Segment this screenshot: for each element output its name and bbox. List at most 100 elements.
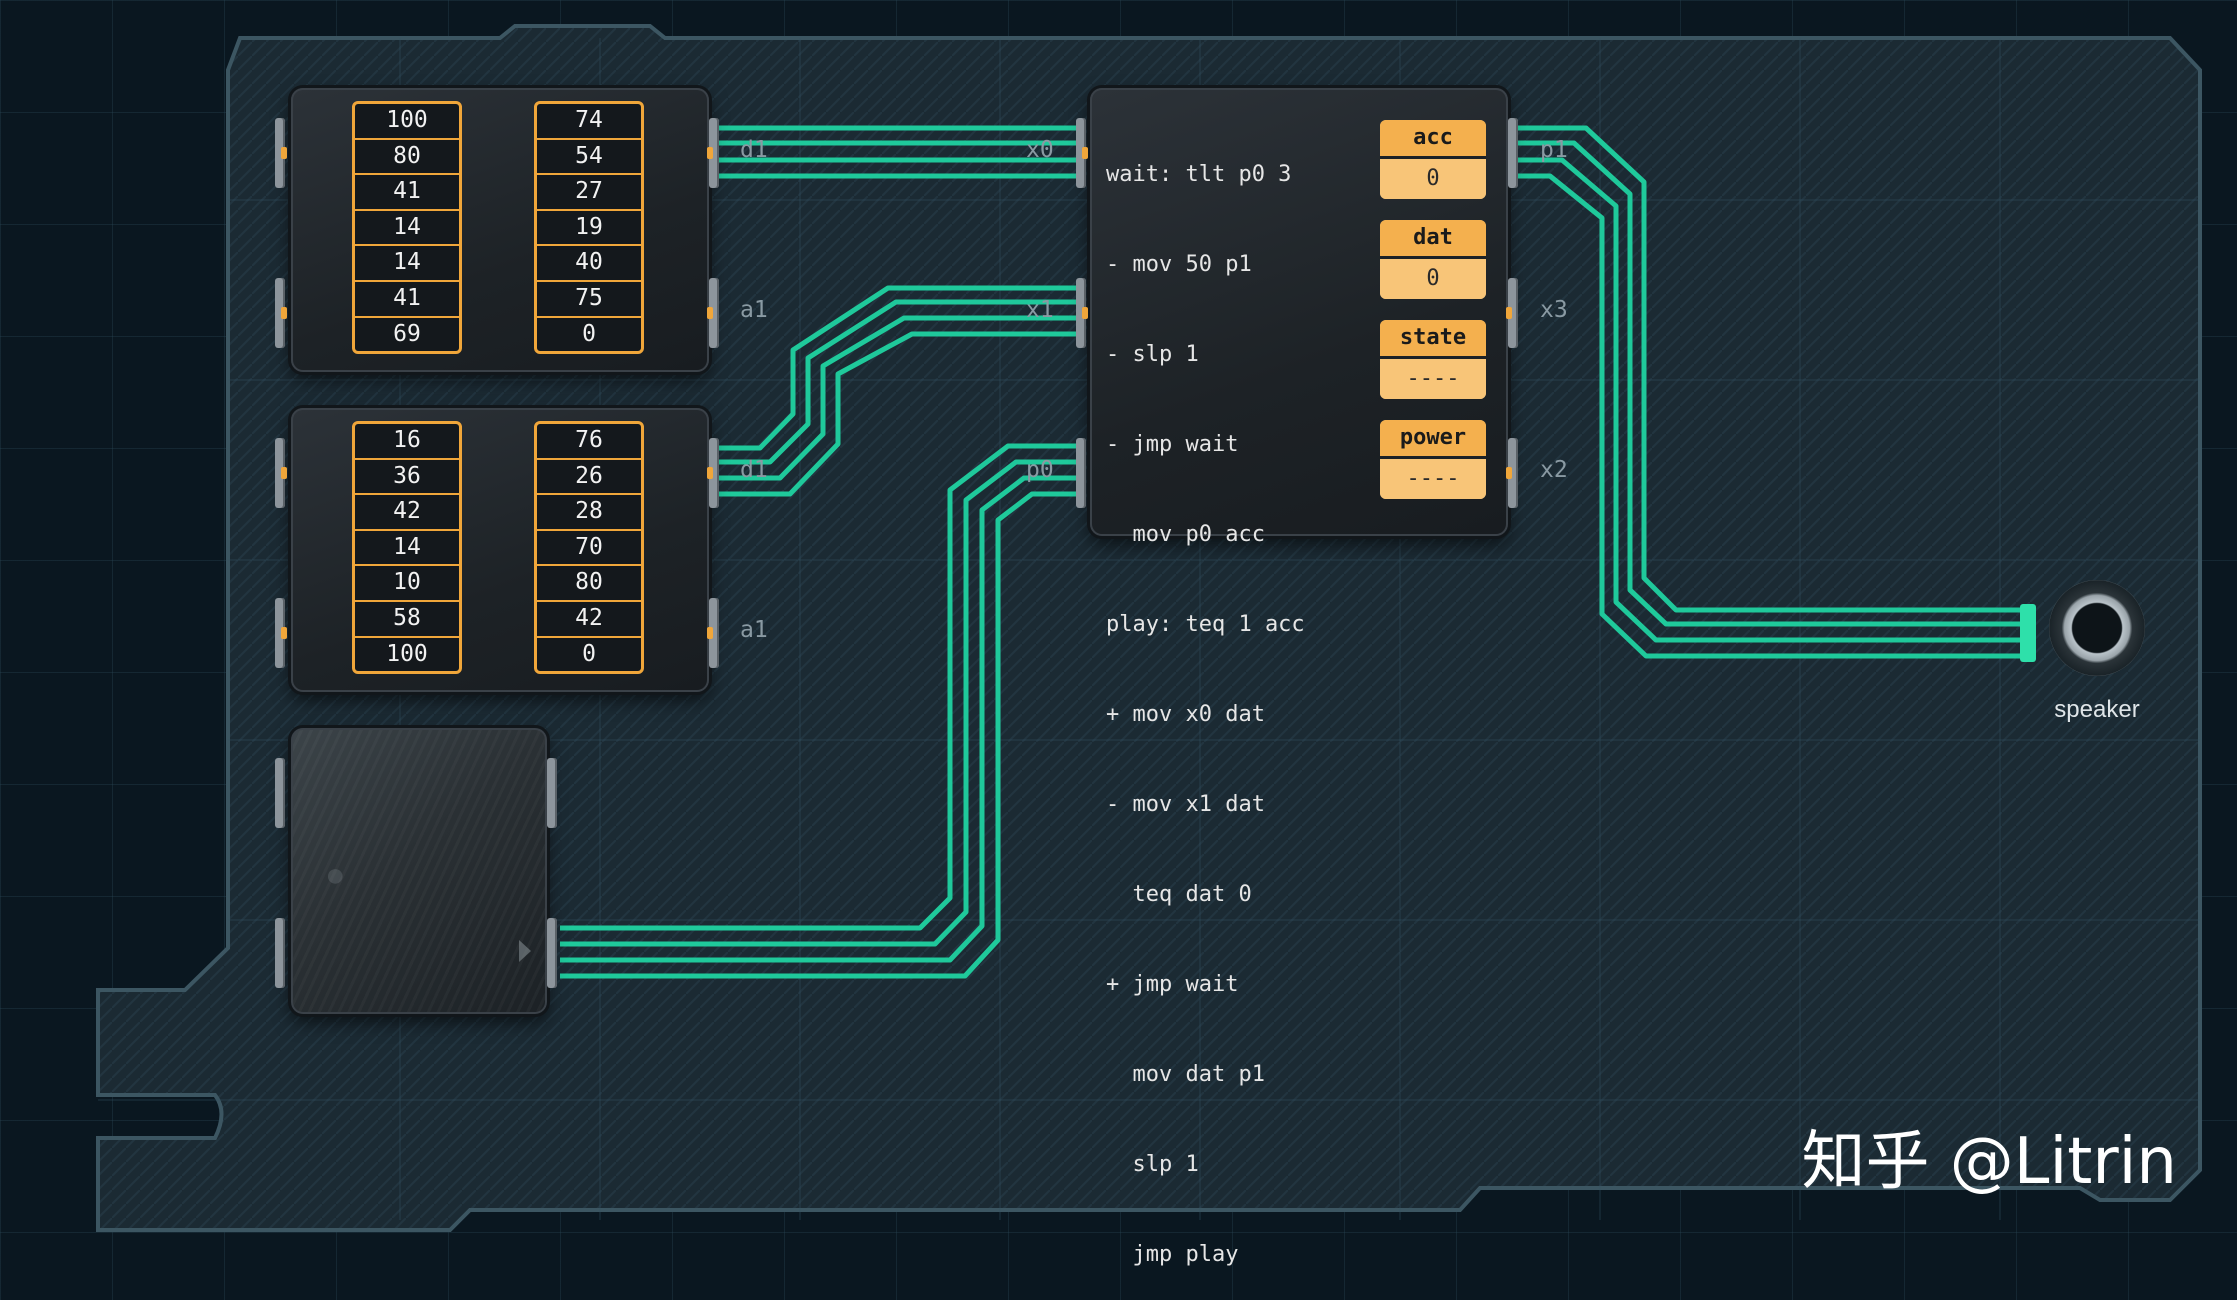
pin-mc-p1[interactable] <box>1508 118 1518 188</box>
pin-label-a1: a1 <box>740 617 768 643</box>
register-name: state <box>1380 320 1486 359</box>
register-acc: acc 0 <box>1380 120 1486 199</box>
pin-label-p0: p0 <box>1026 457 1054 483</box>
pin-mc-x0[interactable] <box>1076 118 1088 188</box>
pin-mc-x2[interactable] <box>1506 438 1518 508</box>
code-line: + mov x0 dat <box>1106 702 1265 727</box>
memory-cell: 100 <box>355 104 459 140</box>
memory-cell: 58 <box>355 602 459 638</box>
pin-mem1-a1[interactable] <box>707 278 719 348</box>
wire-p0-b <box>560 459 1082 947</box>
memory-cell: 14 <box>355 246 459 282</box>
wire-p1-c <box>1518 157 2030 643</box>
memory-cell: 36 <box>355 460 459 496</box>
pin-label-a1: a1 <box>740 297 768 323</box>
memory-cell: 26 <box>537 460 641 496</box>
pin-mc-p0[interactable] <box>1076 438 1086 508</box>
code-line: mov p0 acc <box>1106 522 1265 547</box>
wire-p1-a <box>1518 125 2030 613</box>
pin-mem1-d1[interactable] <box>707 118 719 188</box>
memory-cell: 0 <box>582 320 596 347</box>
play-arrow-icon <box>519 940 531 962</box>
pin-mem2-d1[interactable] <box>707 438 719 508</box>
register-name: power <box>1380 420 1486 459</box>
register-value: 0 <box>1380 259 1486 299</box>
memory-cell: 40 <box>537 246 641 282</box>
wire-d1-x1-a <box>718 285 1082 451</box>
speaker-icon[interactable] <box>2049 580 2145 676</box>
pin-mem2-left-top[interactable] <box>275 438 287 508</box>
memory-chip-1[interactable]: 100 80 41 14 14 41 69 74 54 27 19 40 75 … <box>291 88 709 372</box>
code-line: play: teq 1 acc <box>1106 612 1305 637</box>
wire-p1-b <box>1518 140 2030 627</box>
memory-cell: 0 <box>582 640 596 667</box>
memory-cell: 14 <box>355 211 459 247</box>
pin-mem2-a1[interactable] <box>707 598 719 668</box>
pin-label-x0: x0 <box>1026 137 1054 163</box>
memory-cell: 70 <box>537 531 641 567</box>
code-editor[interactable]: wait: tlt p0 3 - mov 50 p1 - slp 1 - jmp… <box>1106 100 1396 1300</box>
register-state: state ---- <box>1380 320 1486 399</box>
register-power: power ---- <box>1380 420 1486 499</box>
memory-column-a: 16 36 42 14 10 58 100 <box>352 421 462 675</box>
wires <box>560 125 2030 979</box>
memory-cell: 75 <box>537 282 641 318</box>
pin-mc-x1[interactable] <box>1076 278 1088 348</box>
memory-cell: 42 <box>537 602 641 638</box>
speaker-connector <box>2020 604 2036 662</box>
pin-mem1-left-top[interactable] <box>275 118 287 188</box>
pin-worn-right-top[interactable] <box>547 758 557 828</box>
code-line: teq dat 0 <box>1106 882 1252 907</box>
code-line: + jmp wait <box>1106 972 1239 997</box>
code-line: slp 1 <box>1106 1152 1199 1177</box>
code-line: - mov x1 dat <box>1106 792 1265 817</box>
watermark: 知乎 @Litrin <box>1801 1125 2177 1199</box>
pin-worn-left-bottom[interactable] <box>275 918 285 988</box>
pin-mc-x3[interactable] <box>1506 278 1518 348</box>
code-line: - mov 50 p1 <box>1106 252 1252 277</box>
code-line: mov dat p1 <box>1106 1062 1265 1087</box>
memory-column-b: 74 54 27 19 40 75 0 <box>534 101 644 355</box>
memory-cell: 10 <box>355 566 459 602</box>
code-line: wait: tlt p0 3 <box>1106 162 1292 187</box>
wire-d1-x1-c <box>718 315 1082 481</box>
pin-label-x1: x1 <box>1026 297 1054 323</box>
worn-chip-texture: ● <box>325 856 356 894</box>
memory-cell: 42 <box>355 495 459 531</box>
pin-worn-left-top[interactable] <box>275 758 285 828</box>
memory-cell: 16 <box>355 424 459 460</box>
memory-cell: 100 <box>386 640 428 667</box>
wire-p0-a <box>560 443 1082 931</box>
pin-label-x3: x3 <box>1540 297 1568 323</box>
memory-chip-2[interactable]: 16 36 42 14 10 58 100 76 26 28 70 80 42 … <box>291 408 709 692</box>
register-value: ---- <box>1380 359 1486 399</box>
memory-cell: 80 <box>537 566 641 602</box>
wire-d1-x1-b <box>718 299 1082 465</box>
memory-column-b: 76 26 28 70 80 42 0 <box>534 421 644 675</box>
pin-label-d1: d1 <box>740 457 768 483</box>
register-dat: dat 0 <box>1380 220 1486 299</box>
pin-label-p1: p1 <box>1540 137 1568 163</box>
pin-mem1-left-bottom[interactable] <box>275 278 287 348</box>
code-line: - slp 1 <box>1106 342 1199 367</box>
register-name: acc <box>1380 120 1486 159</box>
memory-cell: 41 <box>355 282 459 318</box>
memory-cell: 54 <box>537 140 641 176</box>
pin-label-d1: d1 <box>740 137 768 163</box>
register-value: ---- <box>1380 459 1486 499</box>
wire-p0-c <box>560 475 1082 963</box>
pin-worn-right-bottom[interactable] <box>547 918 557 988</box>
memory-cell: 76 <box>537 424 641 460</box>
memory-cell: 28 <box>537 495 641 531</box>
memory-cell: 41 <box>355 175 459 211</box>
worn-chip[interactable]: ● <box>291 728 547 1014</box>
memory-cell: 69 <box>393 320 421 347</box>
wire-p1-d <box>1518 173 2030 659</box>
wire-d1-x1-d <box>718 331 1082 497</box>
register-name: dat <box>1380 220 1486 259</box>
memory-cell: 80 <box>355 140 459 176</box>
memory-cell: 14 <box>355 531 459 567</box>
pin-mem2-left-bottom[interactable] <box>275 598 287 668</box>
memory-cell: 74 <box>537 104 641 140</box>
code-line: jmp play <box>1106 1242 1239 1267</box>
